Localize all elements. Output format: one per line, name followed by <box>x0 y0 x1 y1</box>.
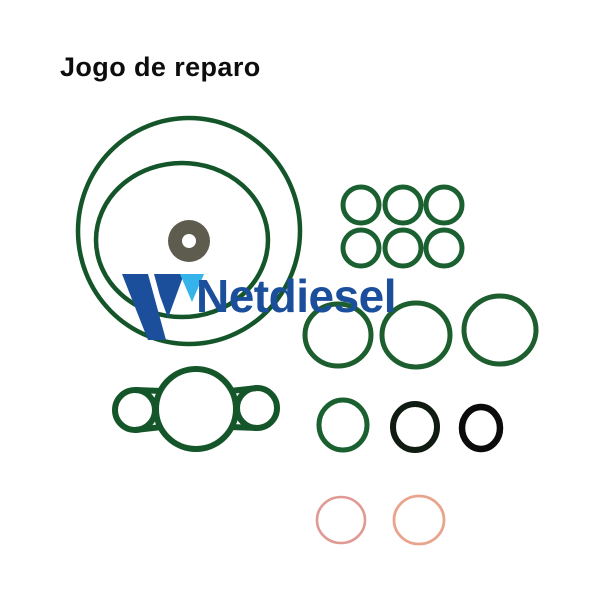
small-oring-3 <box>423 184 465 226</box>
small-oring-green <box>316 397 370 453</box>
flange-gasket <box>112 366 280 452</box>
gasket-right-lobe <box>234 385 280 431</box>
small-oring-6 <box>423 227 465 269</box>
small-oring-5 <box>382 227 424 269</box>
small-oring-4 <box>340 227 382 269</box>
small-oring-2 <box>382 184 424 226</box>
small-oring-darkgreen <box>390 401 440 453</box>
outer-large-oring <box>75 115 303 347</box>
center-washer-hole <box>182 234 196 248</box>
copper-washer-row <box>315 494 446 546</box>
medium-oring-row <box>302 293 539 370</box>
gasket-main-circle <box>153 366 239 452</box>
small-oring-grid <box>340 184 465 269</box>
center-washer <box>168 220 210 262</box>
page-title: Jogo de reparo <box>60 52 261 82</box>
small-oring-1 <box>340 184 382 226</box>
small-mixed-oring-row <box>316 397 504 453</box>
gasket-left-lobe <box>112 387 158 433</box>
medium-oring-1 <box>302 301 374 369</box>
copper-washer-2 <box>392 494 446 546</box>
small-oring-black <box>458 403 504 453</box>
medium-oring-3 <box>461 293 539 367</box>
medium-oring-2 <box>379 300 453 370</box>
copper-washer-1 <box>315 495 367 545</box>
